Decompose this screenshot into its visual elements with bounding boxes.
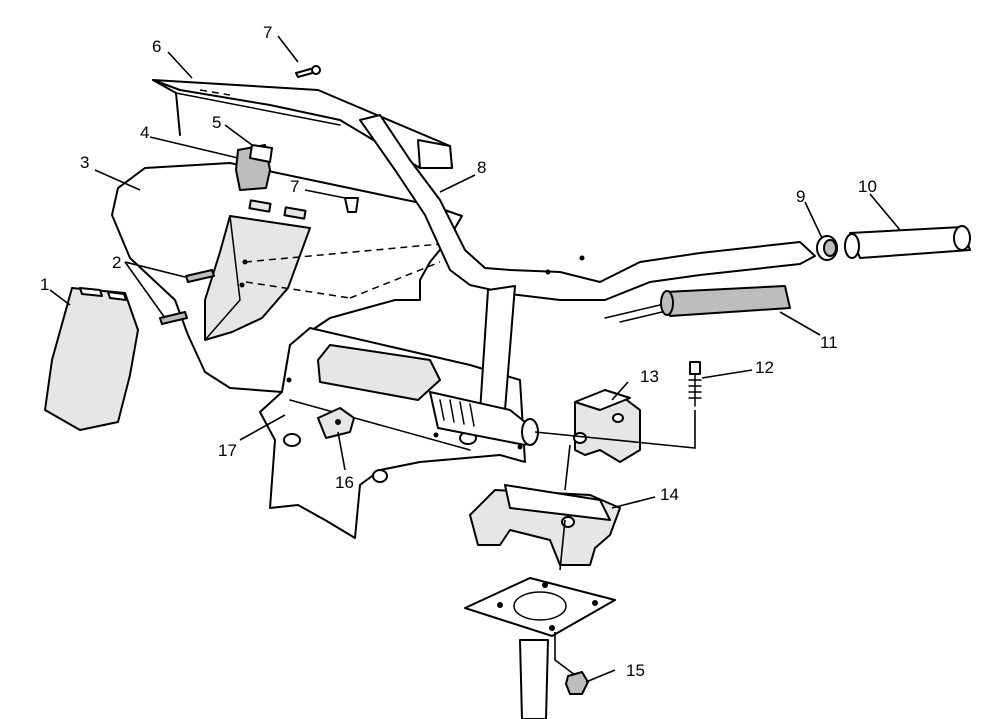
callout-7-middle: 7 — [290, 177, 299, 196]
callout-17: 17 — [218, 441, 237, 460]
callout-8: 8 — [477, 158, 486, 177]
clamp-bolt — [688, 361, 702, 407]
headlight-pod — [111, 162, 463, 393]
mounting-screws — [159, 269, 215, 325]
callout-13: 13 — [640, 367, 659, 386]
callout-10: 10 — [858, 177, 877, 196]
callout-7-top: 7 — [263, 23, 272, 42]
leader-lines — [49, 35, 901, 683]
switch-assembly — [235, 144, 273, 191]
right-grip — [844, 225, 971, 259]
callout-3: 3 — [80, 153, 89, 172]
alignment-lines — [534, 410, 696, 676]
lower-clamp — [469, 484, 621, 566]
handlebar — [359, 114, 816, 446]
steering-post — [519, 639, 549, 719]
callout-2: 2 — [112, 253, 121, 272]
callout-12: 12 — [755, 358, 774, 377]
callout-16: 16 — [335, 473, 354, 492]
callout-labels: 1 2 3 4 5 6 7 7 8 9 10 11 12 13 14 15 16… — [40, 23, 877, 680]
screw-top — [295, 65, 321, 78]
callout-1: 1 — [40, 275, 49, 294]
callout-9: 9 — [796, 187, 805, 206]
steering-plate — [464, 577, 616, 637]
screw-middle — [344, 197, 359, 213]
lower-handlebar-cover — [259, 327, 526, 539]
callout-5: 5 — [212, 113, 221, 132]
heated-grip — [604, 285, 791, 323]
handlebar-spacer — [816, 235, 838, 261]
lock-nut — [565, 671, 589, 695]
headlight-lens — [44, 287, 139, 431]
upper-clamp — [573, 389, 641, 463]
callout-14: 14 — [660, 485, 679, 504]
callout-15: 15 — [626, 661, 645, 680]
callout-11: 11 — [820, 333, 838, 352]
callout-6: 6 — [152, 37, 161, 56]
callout-4: 4 — [140, 123, 149, 142]
cover-clip — [317, 407, 355, 439]
